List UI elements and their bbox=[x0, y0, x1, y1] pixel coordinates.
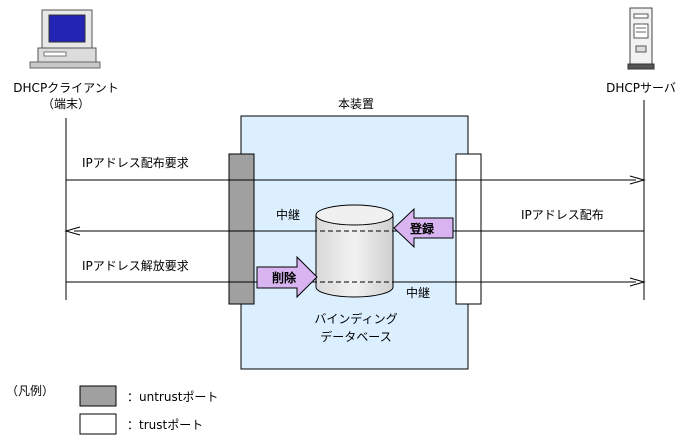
client-sublabel: （端末） bbox=[42, 97, 90, 111]
server-icon bbox=[627, 7, 655, 70]
legend-untrust-label: ：untrustポート bbox=[127, 390, 218, 404]
delete-arrow bbox=[256, 255, 318, 299]
database-label-line1: バインディング bbox=[314, 311, 397, 326]
client-label: DHCPクライアント bbox=[13, 81, 118, 95]
register-arrow bbox=[393, 207, 454, 249]
register-label: 登録 bbox=[409, 221, 435, 236]
relay-right-label: 中継 bbox=[406, 285, 430, 300]
relay-left-label: 中継 bbox=[276, 207, 300, 222]
legend-trust-swatch bbox=[79, 413, 117, 435]
untrust-port bbox=[228, 153, 255, 305]
delete-label: 削除 bbox=[272, 270, 297, 285]
database-label-line2: データベース bbox=[320, 329, 391, 344]
trust-port bbox=[455, 153, 482, 305]
legend-trust-label: ：trustポート bbox=[127, 418, 203, 432]
distribute-label: IPアドレス配布 bbox=[521, 208, 604, 222]
legend-title: （凡例） bbox=[6, 384, 54, 398]
database-icon bbox=[256, 204, 450, 298]
server-label: DHCPサーバ bbox=[606, 81, 676, 95]
request-label: IPアドレス配布要求 bbox=[82, 156, 189, 170]
device-title: 本装置 bbox=[338, 97, 374, 111]
request-arrow bbox=[66, 175, 646, 185]
computer-icon bbox=[29, 9, 101, 69]
legend-untrust-swatch bbox=[79, 385, 117, 407]
release-request-label: IPアドレス解放要求 bbox=[82, 258, 189, 273]
